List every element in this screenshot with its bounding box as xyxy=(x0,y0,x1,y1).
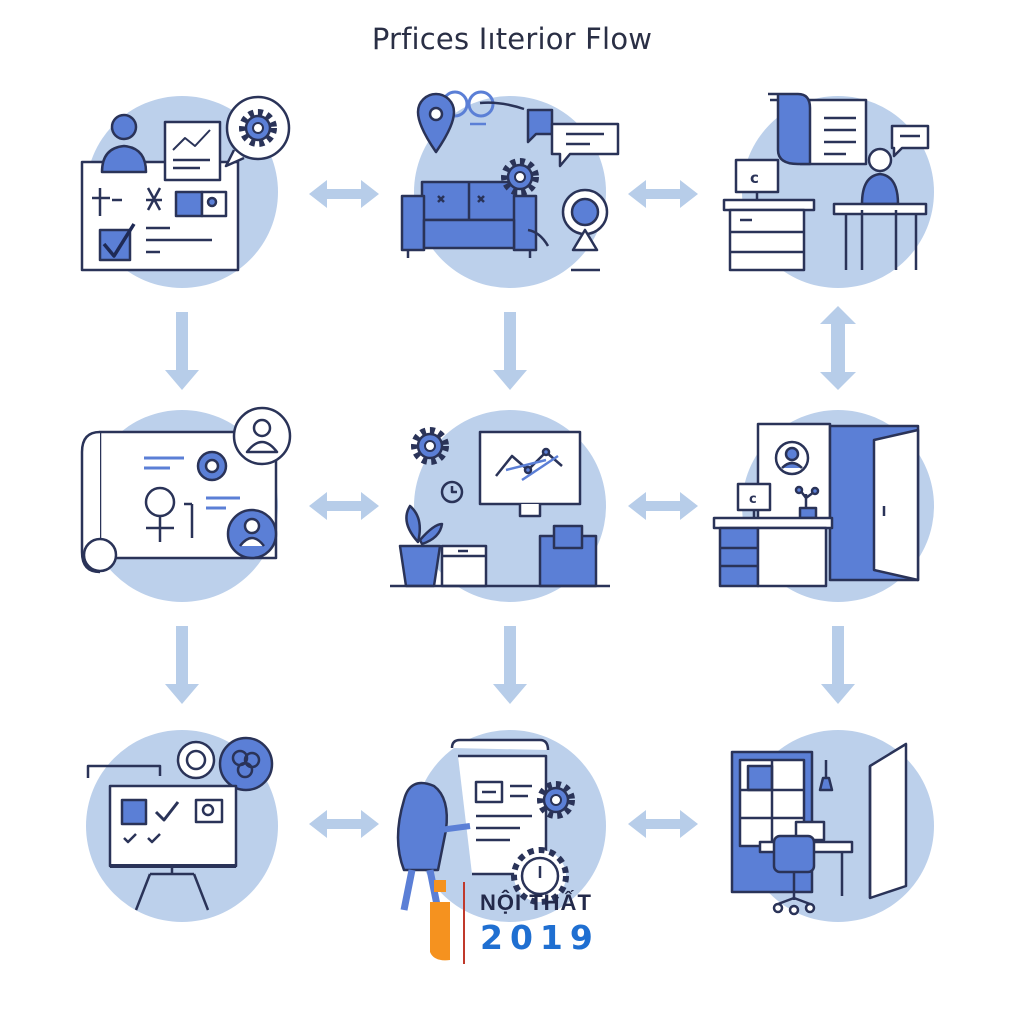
double-arrow-icon xyxy=(309,180,379,208)
logo-text-line2: 2019 xyxy=(480,918,600,957)
sofa-meeting-icon xyxy=(400,90,620,272)
double-arrow-icon xyxy=(628,492,698,520)
svg-text:c: c xyxy=(749,492,757,507)
monitor-chart-icon xyxy=(390,430,610,588)
arrow-down-icon xyxy=(493,626,527,704)
finished-office-icon xyxy=(730,742,908,916)
planning-board-icon xyxy=(80,95,291,272)
arrow-down-icon xyxy=(165,626,199,704)
double-arrow-icon xyxy=(628,180,698,208)
presentation-board-icon xyxy=(86,736,274,911)
svg-text:c: c xyxy=(750,169,759,187)
double-arrow-icon xyxy=(309,810,379,838)
brand-logo: NỘI THẤT 2019 xyxy=(418,876,618,971)
office-room-icon: c xyxy=(712,422,920,588)
arrow-down-icon xyxy=(493,312,527,390)
arrow-down-icon xyxy=(821,626,855,704)
double-arrow-icon xyxy=(628,810,698,838)
double-arrow-icon xyxy=(309,492,379,520)
blueprint-icon xyxy=(80,406,292,574)
logo-mark-icon xyxy=(430,880,465,964)
arrow-down-icon xyxy=(165,312,199,390)
logo-text-line1: NỘI THẤT xyxy=(480,890,592,915)
document-person-icon xyxy=(396,738,572,911)
double-arrow-vertical-icon xyxy=(820,306,856,390)
diagram-title: Prfices Iıterior Flow xyxy=(371,22,653,56)
desk-workstation-icon: c xyxy=(722,92,930,272)
